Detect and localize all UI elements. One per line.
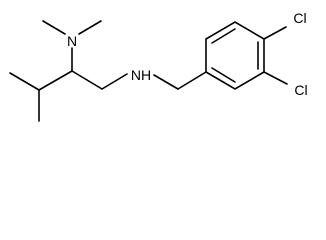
bond-n-methyl-right <box>78 20 102 35</box>
bond-ring-cl-top <box>263 26 287 40</box>
bond-ch2-nh <box>101 73 128 90</box>
bond-lines <box>9 20 288 122</box>
bond-benzyl-ring <box>177 71 207 90</box>
bond-n-methyl-left <box>42 20 66 35</box>
atom-label-nh: NH <box>131 67 151 83</box>
bond-nh-benzyl <box>153 74 179 90</box>
bond-ring-cl-bottom <box>263 71 288 85</box>
atom-label-cl-top: Cl <box>293 10 306 26</box>
bond-ch-ch2 <box>71 70 103 90</box>
bond-isopropyl-methyl-left <box>9 72 40 91</box>
atom-label-cl-bottom: Cl <box>294 82 307 98</box>
ring-double-bond-3 <box>211 67 236 83</box>
atom-labels: N NH Cl Cl <box>67 10 308 98</box>
bond-ch-isopropyl <box>38 70 73 91</box>
ring-double-bond-1 <box>211 28 236 44</box>
benzene-ring <box>205 21 265 90</box>
atom-label-n-dimethyl: N <box>67 33 77 49</box>
structure-diagram: N NH Cl Cl <box>9 10 308 122</box>
